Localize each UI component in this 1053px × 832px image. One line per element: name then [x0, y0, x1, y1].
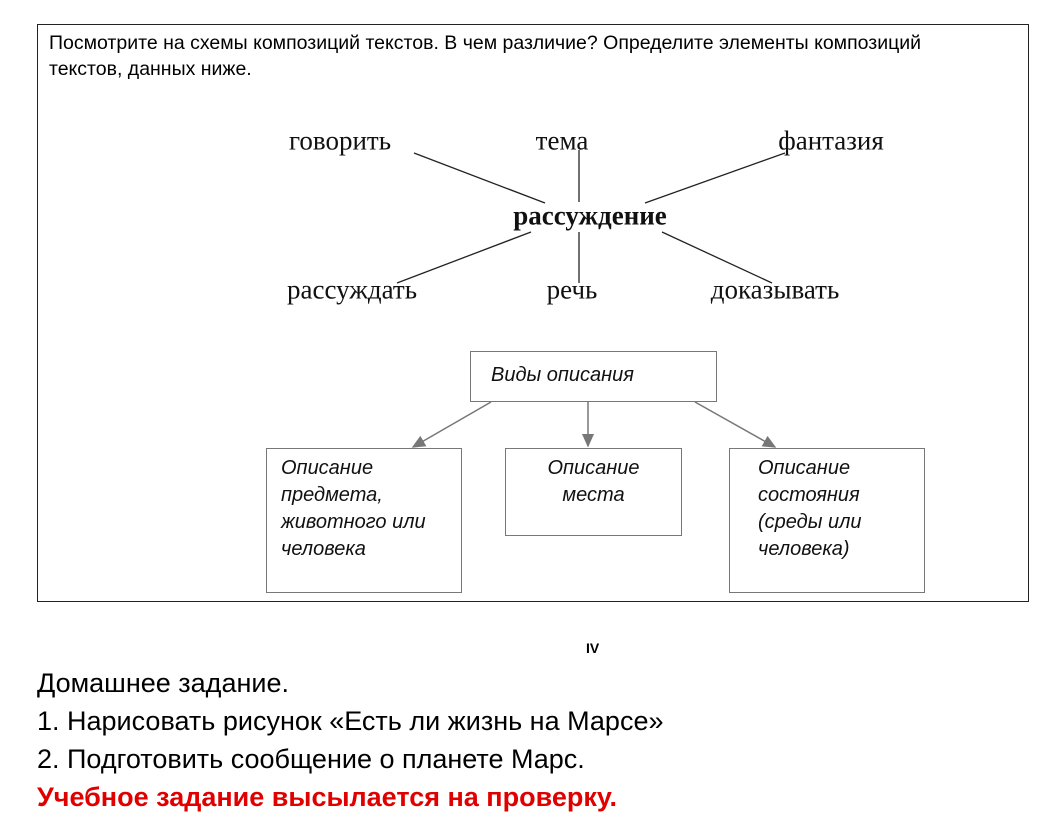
task-intro: Посмотрите на схемы композиций текстов. … [49, 32, 922, 80]
tree-root: Виды описания [470, 351, 717, 402]
cluster-center: рассуждение [513, 200, 667, 231]
tree-child: Описание места [505, 448, 682, 536]
connector-line [661, 231, 773, 284]
homework-note: Учебное задание высылается на проверку. [37, 782, 618, 812]
tree-child: Описание предмета, животного или человек… [266, 448, 462, 593]
task-frame [37, 24, 1029, 602]
connector-line [396, 231, 532, 284]
tree-child: Описание состояния (среды или человека) [729, 448, 925, 593]
connector-line [644, 152, 786, 204]
homework-item: 1. Нарисовать рисунок «Есть ли жизнь на … [37, 706, 664, 736]
homework-item: 2. Подготовить сообщение о планете Марс. [37, 744, 585, 774]
connector-line [413, 152, 546, 204]
cluster-word: доказывать [710, 274, 840, 305]
homework-title: Домашнее задание. [37, 668, 289, 698]
cluster-word: тема [535, 125, 589, 156]
cluster-word: фантазия [778, 125, 884, 156]
cluster-word: речь [546, 274, 598, 305]
cluster-word: говорить [288, 125, 392, 156]
page-number: IV [586, 640, 600, 656]
arrow [411, 401, 492, 448]
cluster-word: рассуждать [286, 274, 418, 305]
arrow [694, 401, 777, 448]
